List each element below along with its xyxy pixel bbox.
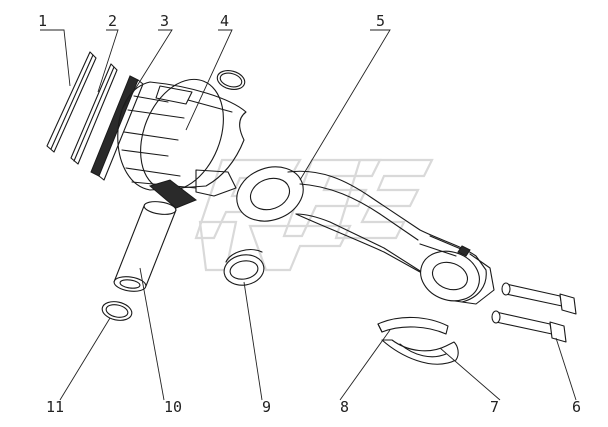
leader-lines — [40, 29, 577, 401]
leader-1 — [40, 29, 71, 87]
leader-7 — [439, 347, 501, 401]
part-1-compression-ring — [46, 51, 97, 153]
leader-10 — [139, 267, 165, 401]
callout-8: 8 — [340, 398, 349, 416]
part-9-bushing — [223, 249, 265, 286]
leader-5 — [299, 29, 391, 181]
part-11-circlip — [101, 301, 133, 321]
callout-7: 7 — [490, 398, 499, 416]
leader-8 — [339, 329, 391, 401]
circlip-upper — [216, 70, 246, 90]
callout-10: 10 — [164, 398, 182, 416]
leader-9 — [243, 281, 263, 401]
callout-1: 1 — [38, 12, 47, 30]
part-4-piston — [117, 78, 247, 209]
leader-11 — [59, 317, 111, 401]
part-7-bearing-shell-lower — [381, 339, 459, 365]
leader-3 — [121, 29, 173, 111]
part-8-bearing-shell-upper — [377, 316, 449, 335]
part-10-piston-pin — [113, 201, 177, 292]
callout-labels: 1 2 3 4 5 6 7 8 9 10 11 — [38, 12, 581, 416]
leader-6 — [555, 337, 577, 401]
callout-4: 4 — [220, 12, 229, 30]
callout-9: 9 — [262, 398, 271, 416]
part-5-connecting-rod — [236, 166, 495, 305]
leader-4 — [185, 29, 233, 131]
leader-2 — [97, 29, 119, 93]
callout-5: 5 — [376, 12, 385, 30]
part-2-compression-ring — [70, 63, 118, 165]
callout-11: 11 — [46, 398, 64, 416]
callout-6: 6 — [572, 398, 581, 416]
callout-2: 2 — [108, 12, 117, 30]
callout-3: 3 — [160, 12, 169, 30]
part-6-rod-bolts — [491, 282, 577, 343]
